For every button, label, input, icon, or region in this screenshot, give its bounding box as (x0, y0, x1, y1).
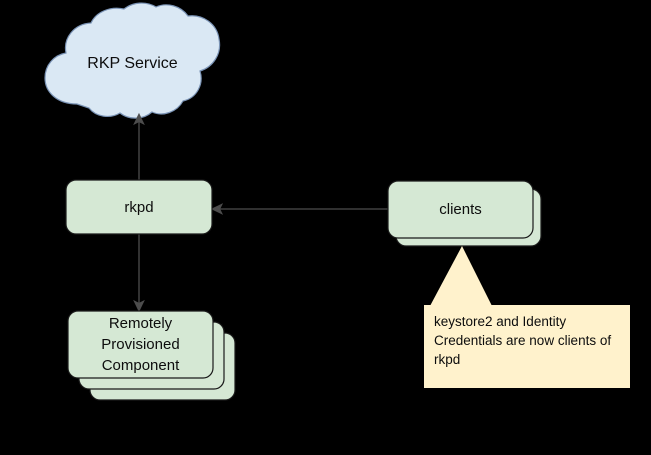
callout-tail (430, 246, 492, 306)
stack-layer-front (67, 310, 214, 379)
callout-body (424, 305, 630, 388)
node-rkp-service[interactable] (44, 2, 221, 119)
callout-text: keystore2 and Identity Credentials are n… (434, 314, 612, 367)
node-remotely-provisioned-component[interactable] (67, 310, 236, 401)
rkpd-rect (65, 179, 213, 235)
node-clients[interactable] (387, 180, 542, 247)
cloud-shape (44, 2, 221, 119)
node-rkpd[interactable] (65, 179, 213, 235)
callout-clients[interactable] (424, 246, 630, 388)
stack-layer-front (387, 180, 534, 239)
edge-clients-to-rkpd (210, 203, 388, 215)
edge-rkpd-to-component (133, 234, 145, 313)
edge-rkpd-to-rkp-service (133, 112, 145, 180)
